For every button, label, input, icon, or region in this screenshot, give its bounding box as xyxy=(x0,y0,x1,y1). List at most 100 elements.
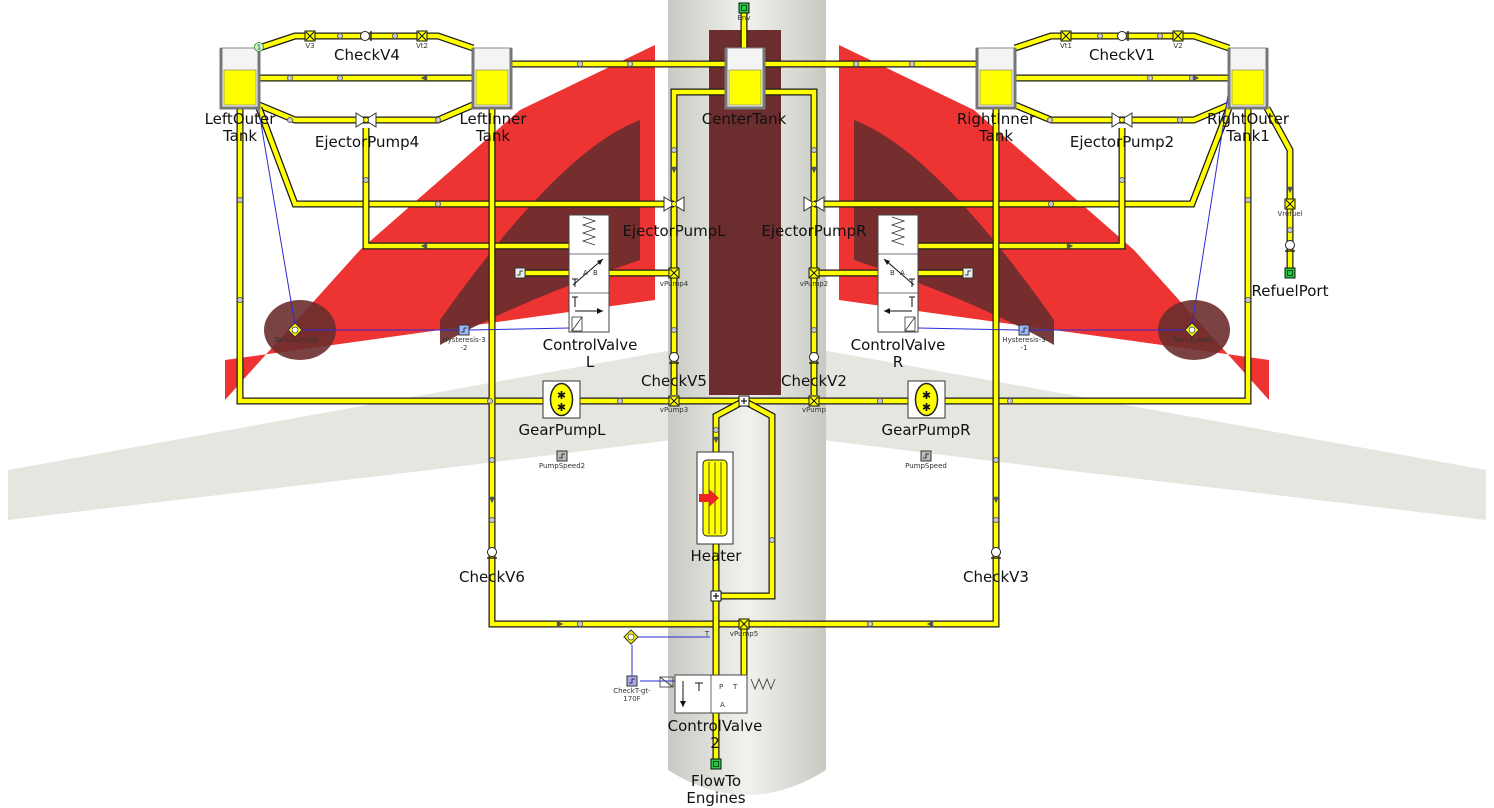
flow-arrow xyxy=(556,620,564,628)
v2-label: V2 xyxy=(1173,42,1182,50)
heater[interactable] xyxy=(696,451,734,545)
signal-left-tank-level xyxy=(253,81,296,326)
pipe-port xyxy=(853,61,860,68)
hysteresis-right-label-2: -1 xyxy=(1021,344,1028,352)
hub-junction-top[interactable] xyxy=(738,395,750,407)
signal-left-control xyxy=(468,327,571,331)
heater-label: Heater xyxy=(691,547,743,565)
vpump5-label: vPump5 xyxy=(730,630,758,638)
tank2level2-sensor[interactable] xyxy=(287,322,303,338)
pipe-port xyxy=(286,117,293,124)
right-outer-tank[interactable] xyxy=(1227,47,1269,110)
hysteresis-right-label-1: Hysteresis-3 xyxy=(1002,336,1045,344)
right-inner-tank-label-2: Tank xyxy=(978,127,1013,145)
gear-pump-r[interactable]: ✱ ✱ xyxy=(907,380,946,419)
pipe-heater-bypass xyxy=(716,399,775,599)
check-v6-valve[interactable] xyxy=(487,547,497,559)
pipe-left-inner-drop xyxy=(489,108,744,627)
pipe-ejector4-feed xyxy=(363,128,569,249)
left-inner-tank[interactable] xyxy=(471,47,513,110)
pipe-right-outer-loop xyxy=(814,108,1251,404)
vpump3-sensor[interactable] xyxy=(668,395,680,407)
vrefuel-sensor[interactable] xyxy=(1284,198,1296,210)
flow-arrow xyxy=(926,620,934,628)
pipe-right-inner-drop xyxy=(744,108,999,627)
pipe-port xyxy=(1048,200,1055,207)
env-boundary[interactable] xyxy=(738,2,750,14)
tank2level-sensor[interactable] xyxy=(1184,322,1200,338)
v3-sensor[interactable] xyxy=(304,30,316,42)
left-outer-tank-label-2: Tank xyxy=(222,127,257,145)
vt2-sensor[interactable] xyxy=(416,30,428,42)
control-valve-2-label-1: ControlValve xyxy=(668,717,763,735)
signal-lines xyxy=(253,81,1231,682)
ejector-pump4-icon[interactable] xyxy=(355,112,377,128)
pipe-port xyxy=(486,397,493,404)
flow-to-engines-boundary[interactable] xyxy=(710,758,722,770)
signal-right-tank-level xyxy=(1191,81,1231,326)
right-inner-tank[interactable] xyxy=(975,47,1017,110)
control-valve-r[interactable]: B A xyxy=(877,214,919,333)
svg-text:✱: ✱ xyxy=(557,401,566,414)
vpump2-sensor[interactable] xyxy=(808,267,820,279)
control-valve-2-port-t: T xyxy=(732,683,738,691)
flow-arrow xyxy=(992,496,1000,504)
pipe-port xyxy=(1097,33,1104,40)
hub-junction-bottom[interactable] xyxy=(710,590,722,602)
left-valve-plug[interactable] xyxy=(514,267,526,279)
pipe-center-right-drop xyxy=(764,89,817,395)
ejector-pump2-icon[interactable] xyxy=(1111,112,1133,128)
ejector-pump-l-icon[interactable] xyxy=(663,196,685,212)
pipe-port xyxy=(577,621,584,628)
control-valve-2-spring xyxy=(750,677,776,691)
control-valve-l-label-1: ControlValve xyxy=(543,336,638,354)
signal-right-control xyxy=(917,327,1020,331)
temperature-sensor[interactable] xyxy=(623,629,639,645)
ejector-pump-r-icon[interactable] xyxy=(803,196,825,212)
right-wing-dark-tank xyxy=(854,120,1054,345)
refuel-port-boundary[interactable] xyxy=(1284,267,1296,279)
pipe-port xyxy=(671,146,678,153)
pipe-port xyxy=(867,621,874,628)
control-valve-2[interactable]: P T A xyxy=(659,674,776,714)
check-v4-valve[interactable] xyxy=(360,31,372,41)
refuel-check-valve[interactable] xyxy=(1285,240,1295,252)
pipe-port xyxy=(434,117,441,124)
center-tank[interactable] xyxy=(724,47,766,110)
vpump4-sensor[interactable] xyxy=(668,267,680,279)
vrefuel-label: Vrefuel xyxy=(1278,210,1303,218)
check-v5-valve[interactable] xyxy=(669,352,679,364)
left-inner-tank-label-1: LeftInner xyxy=(459,110,527,128)
check-v4-label: CheckV4 xyxy=(334,46,400,64)
check-v2-valve[interactable] xyxy=(809,352,819,364)
control-valve-l-label-2: L xyxy=(586,353,595,371)
check-v3-valve[interactable] xyxy=(991,547,1001,559)
flow-arrow xyxy=(1286,186,1294,194)
vt1-sensor[interactable] xyxy=(1060,30,1072,42)
gear-pump-l-gear-icon: ✱ xyxy=(557,389,566,402)
vt1-label: Vt1 xyxy=(1060,42,1072,50)
pipe-ports xyxy=(236,33,1294,628)
tank2level2-label: Tank2Level2 xyxy=(273,336,317,344)
right-outer-tank-label-1: RightOuter xyxy=(1207,110,1290,128)
vt2-label: Vt2 xyxy=(416,42,428,50)
ejector-pump-l-label: EjectorPumpL xyxy=(622,222,726,240)
gear-pump-l[interactable]: ✱ ✱ xyxy=(542,380,581,419)
hysteresis-left-block[interactable] xyxy=(458,324,470,336)
v2-sensor[interactable] xyxy=(1172,30,1184,42)
check-t-block[interactable] xyxy=(626,675,638,687)
hysteresis-right-block[interactable] xyxy=(1018,324,1030,336)
left-outer-tank[interactable] xyxy=(219,47,261,110)
pump-speed-source[interactable] xyxy=(920,450,932,462)
pipe-port xyxy=(713,426,720,433)
vpump-sensor[interactable] xyxy=(808,395,820,407)
right-valve-plug[interactable] xyxy=(962,267,974,279)
right-wing xyxy=(822,20,1486,520)
pipe-port xyxy=(1245,196,1252,203)
control-valve-l[interactable]: A B xyxy=(568,214,610,333)
vpump5-sensor[interactable] xyxy=(738,618,750,630)
left-outer-tank-label-1: LeftOuter xyxy=(205,110,277,128)
check-v1-valve[interactable] xyxy=(1117,31,1129,41)
pump-speed2-source[interactable] xyxy=(556,450,568,462)
pump-speed-label: PumpSpeed xyxy=(905,462,947,470)
